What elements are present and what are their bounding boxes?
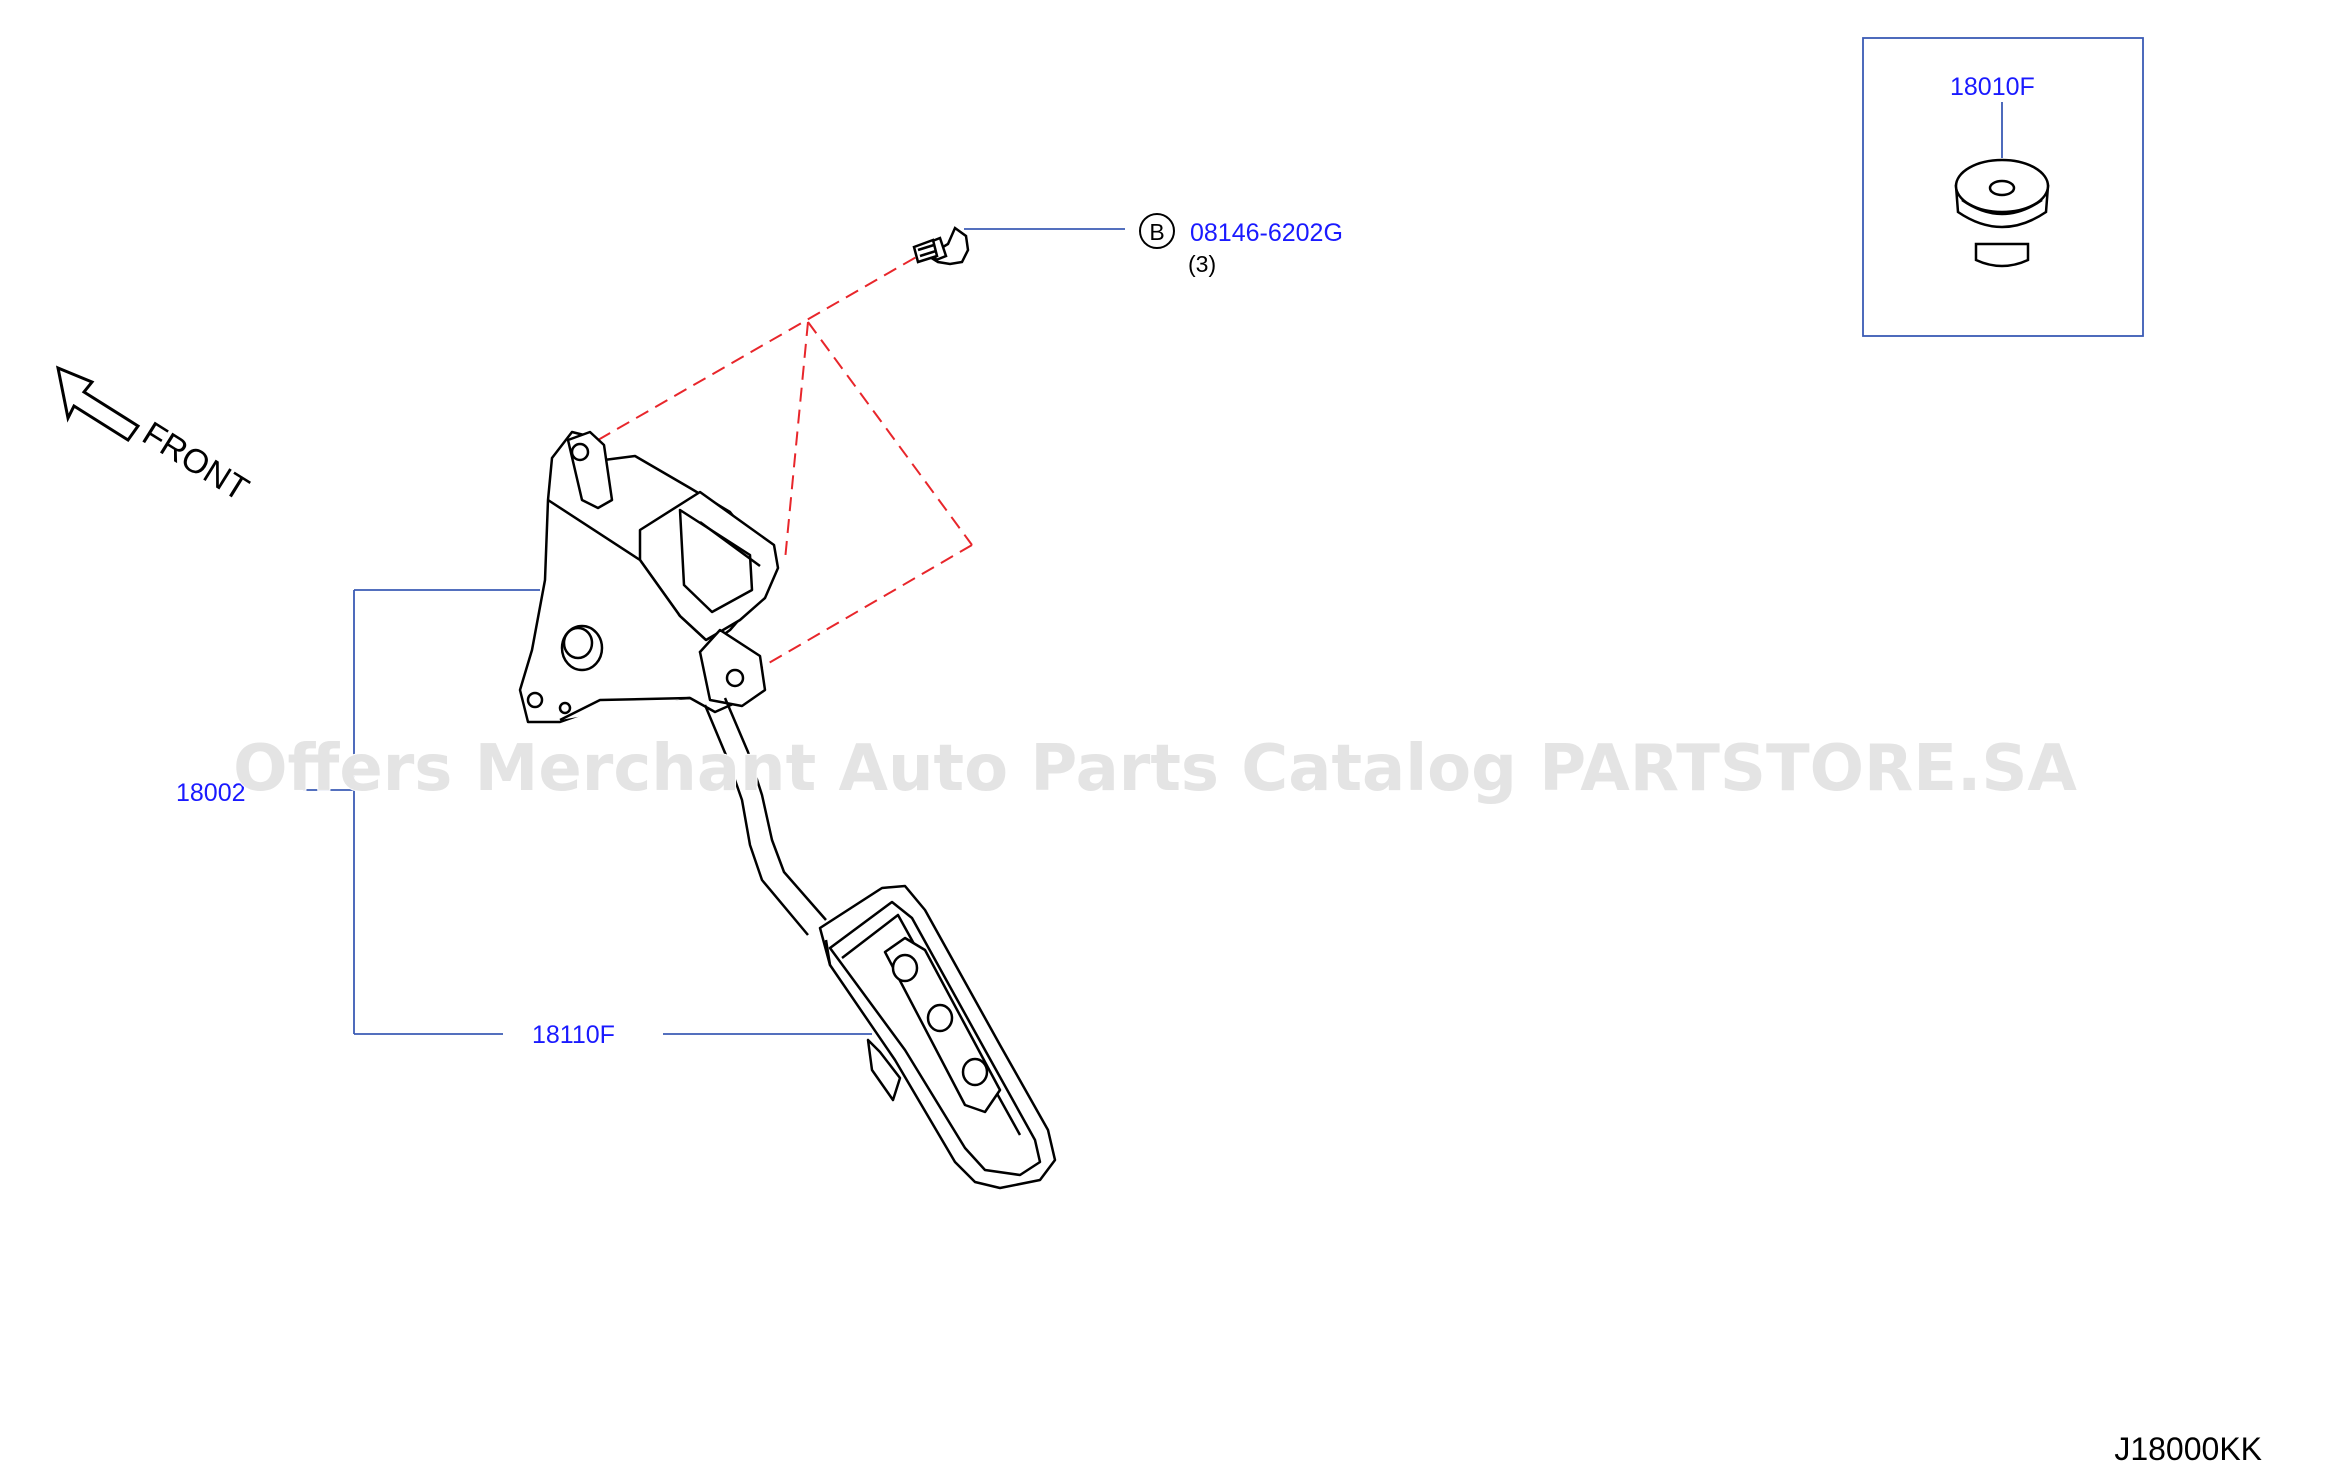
callout-18010f[interactable]: 18010F (1950, 73, 2035, 101)
symbol-b-circle (1139, 213, 1175, 249)
pedal-mount-housing (518, 430, 780, 724)
front-arrow (55, 365, 141, 443)
symbol-b-label: B (1149, 219, 1164, 245)
quantity-08146-6202g: (3) (1188, 251, 1216, 277)
callout-18110f[interactable]: 18110F (532, 1021, 615, 1049)
watermark-text: Offers Merchant Auto Parts Catalog PARTS… (233, 732, 2077, 806)
front-label: FRONT (136, 415, 255, 509)
diagram-code: J18000KK (2114, 1431, 2262, 1467)
pedal-pad-18110f (818, 884, 1057, 1190)
callout-08146-6202g[interactable]: 08146-6202G (1190, 219, 1343, 247)
leader-lines (303, 102, 2003, 1035)
stopper-18010f (1954, 158, 2050, 268)
callout-18002[interactable]: 18002 (176, 779, 246, 807)
pedal-arm (703, 697, 827, 936)
bolt-08146-6202g (912, 226, 970, 266)
assembly-dashed-lines (597, 251, 973, 668)
inset-box-18010f (1862, 37, 2144, 337)
